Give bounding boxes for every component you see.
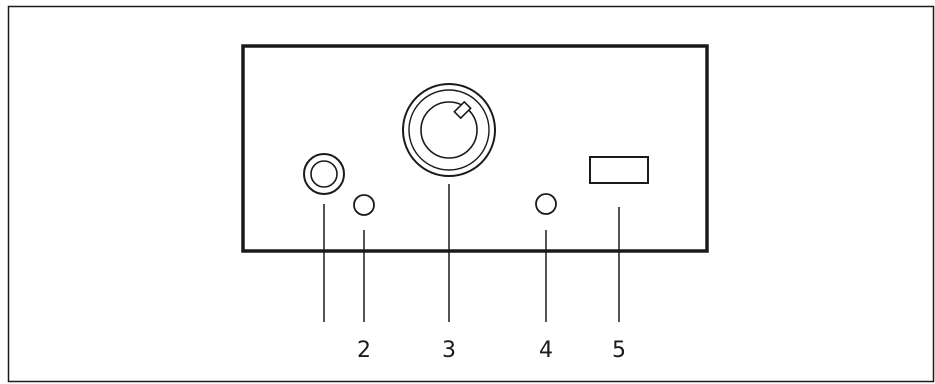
component-5-slot	[589, 156, 649, 184]
component-3-key-lock	[402, 83, 496, 177]
component-1-connector	[303, 153, 345, 195]
outer-frame	[7, 5, 935, 383]
device-panel	[241, 44, 709, 253]
component-2-button	[353, 194, 375, 216]
callout-label-5: 5	[612, 338, 626, 363]
component-4-indicator	[535, 193, 557, 215]
callout-label-3: 3	[442, 338, 456, 363]
callout-label-4: 4	[539, 338, 553, 363]
callout-label-2: 2	[357, 338, 371, 363]
